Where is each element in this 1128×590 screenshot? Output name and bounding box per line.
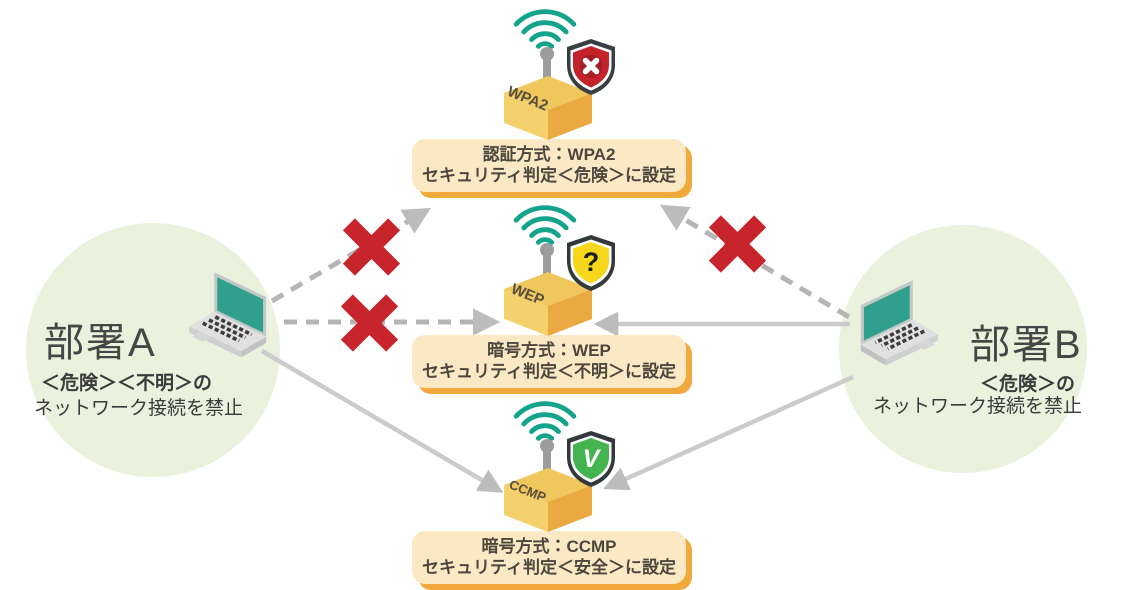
blocked-x-icon-b-wpa2 bbox=[707, 214, 767, 274]
laptop-icon-dept-b bbox=[840, 280, 944, 376]
ap-wpa2-group: WPA2 認証方式：WPA2 セキュリティ判定＜危険＞に設定 bbox=[404, 0, 704, 200]
safe-shield-glyph: V bbox=[583, 445, 602, 473]
dept-a-policy-line2: ネットワーク接続を禁止 bbox=[34, 398, 244, 419]
arrow-deptB-to-ccmp bbox=[603, 374, 854, 491]
ap-wep-label-line2: セキュリティ判定＜不明＞に設定 bbox=[422, 362, 676, 381]
ap-ccmp-label-line1: 暗号方式：CCMP bbox=[481, 537, 617, 556]
access-point-cube: WEP bbox=[504, 272, 592, 336]
blocked-x-icon-a-wpa2 bbox=[341, 217, 401, 277]
unknown-shield-glyph: ? bbox=[583, 247, 600, 277]
dept-b-policy-line2: ネットワーク接続を禁止 bbox=[873, 396, 1083, 417]
laptop-icon-dept-a bbox=[183, 272, 287, 368]
ap-wpa2-label-line1: 認証方式：WPA2 bbox=[482, 145, 616, 164]
blocked-x-icon-a-wep bbox=[339, 293, 399, 353]
safe-shield-icon: V bbox=[567, 431, 615, 487]
dept-b-policy-line1: ＜危険＞の bbox=[980, 374, 1076, 395]
wifi-icon bbox=[513, 401, 577, 448]
ap-wpa2-label-box: 認証方式：WPA2 セキュリティ判定＜危険＞に設定 bbox=[412, 139, 686, 192]
ap-wep-label-line1: 暗号方式：WEP bbox=[487, 341, 611, 360]
dept-b-name: 部署B bbox=[970, 323, 1083, 367]
ap-wep-label-box: 暗号方式：WEP セキュリティ判定＜不明＞に設定 bbox=[412, 335, 686, 388]
ap-wpa2-label-line2: セキュリティ判定＜危険＞に設定 bbox=[422, 166, 676, 185]
ap-ccmp-label-line2: セキュリティ判定＜安全＞に設定 bbox=[422, 558, 676, 577]
arrow-deptB-to-wpa2 bbox=[659, 204, 851, 320]
dept-a-name: 部署A bbox=[44, 321, 157, 365]
danger-shield-icon bbox=[567, 39, 615, 95]
ap-ccmp-label-box: 暗号方式：CCMP セキュリティ判定＜安全＞に設定 bbox=[412, 531, 686, 584]
access-point-cube: CCMP bbox=[504, 468, 592, 532]
ap-ccmp-group: CCMP V 暗号方式：CCMP セキュリティ判定＜安全＞に設定 bbox=[404, 392, 704, 590]
ap-wep-group: WEP ? 暗号方式：WEP セキュリティ判定＜不明＞に設定 bbox=[404, 196, 704, 396]
unknown-shield-icon: ? bbox=[567, 235, 615, 291]
wifi-icon bbox=[513, 205, 577, 252]
arrow-deptA-to-ccmp bbox=[260, 349, 504, 493]
dept-a-policy-line1: ＜危険＞＜不明＞の bbox=[41, 373, 213, 394]
access-point-cube: WPA2 bbox=[504, 76, 592, 140]
